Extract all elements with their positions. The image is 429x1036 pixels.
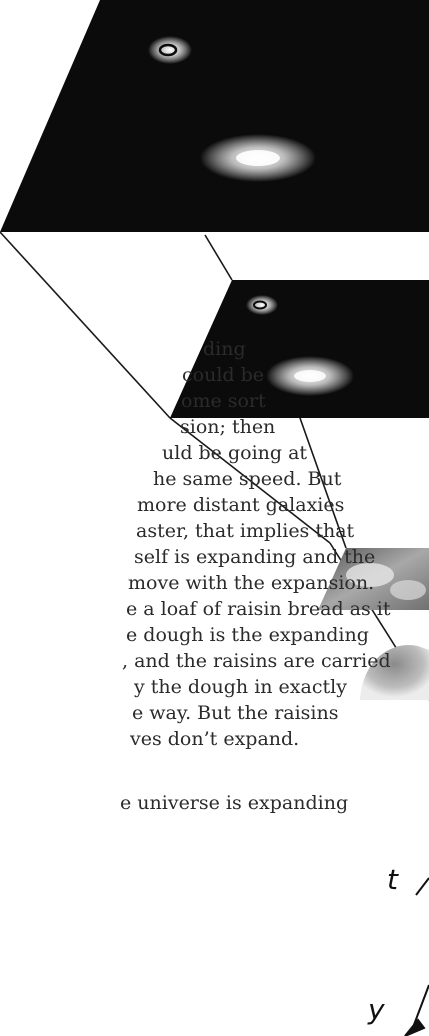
paragraph-line-12: e dough is the expanding — [126, 624, 369, 646]
paragraph-line-7: more distant galaxies — [137, 494, 345, 516]
paragraph-line-15: e way. But the raisins — [132, 702, 339, 724]
paragraph-line-4: sion; then — [180, 416, 276, 438]
paragraph-line-16: ves don’t expand. — [130, 728, 300, 750]
top-time-slice — [0, 0, 429, 232]
paragraph-line-11: e a loaf of raisin bread as it — [126, 598, 391, 620]
paragraph-line-9: self is expanding and the — [134, 546, 376, 568]
y-axis-label: y — [368, 993, 385, 1026]
paragraph-line-14: y the dough in exactly — [134, 676, 347, 698]
paragraph-line-2: could be — [182, 364, 265, 386]
paragraph-line-5: uld be going at — [162, 442, 308, 464]
lower-time-slice — [318, 548, 429, 610]
next-paragraph-line: e universe is expanding — [120, 792, 349, 814]
early-universe-blob — [360, 644, 429, 700]
paragraph-line-10: move with the expansion. — [128, 572, 375, 594]
paragraph-line-1: ding — [203, 338, 246, 360]
axes — [404, 877, 429, 1036]
paragraph-line-13: , and the raisins are carried — [122, 650, 391, 672]
paragraph-line-8: aster, that implies that — [136, 520, 355, 542]
paragraph-line-3: ome sort — [181, 390, 266, 412]
t-axis-label: t — [387, 863, 398, 896]
paragraph-line-6: he same speed. But — [153, 468, 342, 490]
middle-time-slice — [170, 280, 429, 418]
